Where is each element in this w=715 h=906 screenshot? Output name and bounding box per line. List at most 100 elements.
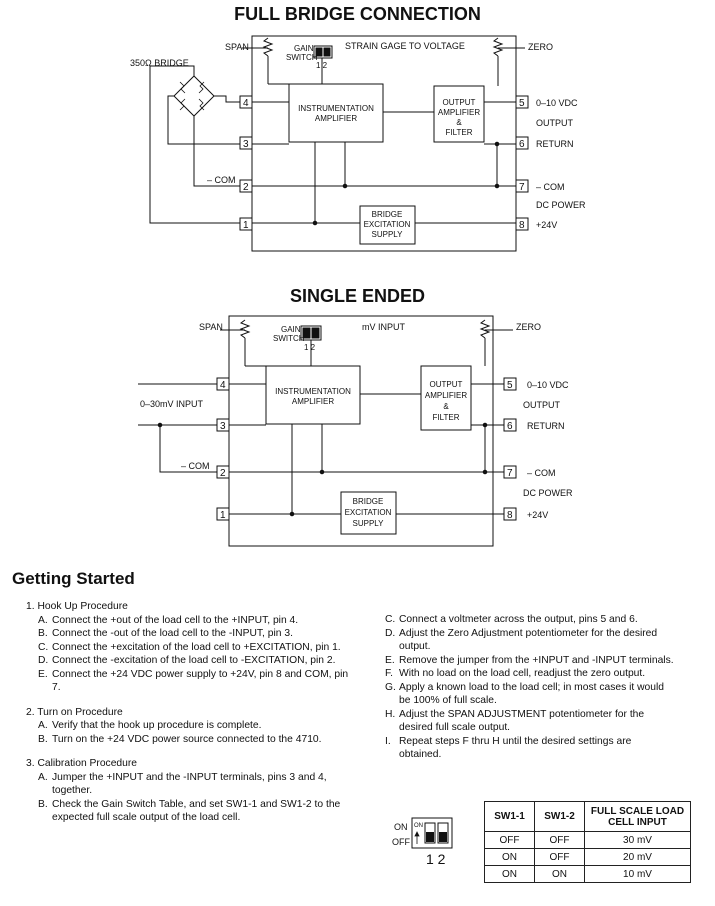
gain-switch-icon	[313, 45, 333, 59]
pin-5: 5	[507, 380, 513, 391]
gain-label: GAIN	[294, 44, 314, 53]
turnon-heading: 2. Turn on Procedure	[26, 706, 123, 718]
pin-2: 2	[220, 468, 226, 479]
pin-5: 5	[519, 98, 525, 109]
off-label: OFF	[392, 837, 410, 847]
return-label: RETURN	[536, 139, 574, 149]
list-item: E.Remove the jumper from the +INPUT and …	[385, 654, 674, 666]
switch-pins-label: 1 2	[304, 343, 316, 352]
pin-1: 1	[243, 220, 249, 231]
pin-3: 3	[243, 139, 249, 150]
table-row: ON ON 10 mV	[484, 865, 691, 883]
table-header: SW1-1	[484, 801, 535, 832]
inamp-line1: INSTRUMENTATION	[298, 104, 374, 113]
calibration-heading: 3. Calibration Procedure	[26, 758, 138, 769]
table-header: FULL SCALE LOAD CELL INPUT	[584, 801, 691, 832]
pin-4: 4	[243, 98, 249, 109]
out-0-10-label: 0–10 VDC	[527, 380, 569, 390]
outamp-line2: AMPLIFIER	[438, 108, 480, 117]
pin-7: 7	[519, 182, 525, 193]
list-item: D.Adjust the Zero Adjustment potentiomet…	[385, 627, 658, 653]
excite-line3: SUPPLY	[353, 519, 385, 528]
list-item: C.Connect the +excitation of the load ce…	[38, 641, 341, 653]
left-column: 1. Hook Up Procedure A.Connect the +out …	[26, 600, 356, 825]
table-header: SW1-2	[534, 801, 585, 832]
list-item: B.Connect the -out of the load cell to t…	[38, 628, 293, 639]
list-item: B.Check the Gain Switch Table, and set S…	[38, 798, 341, 824]
pin-6: 6	[507, 421, 513, 432]
single-ended-diagram: SPAN GAIN SWITCH 1 2 mV INPUT ZERO 0–30m…	[138, 315, 573, 547]
pin-8: 8	[507, 510, 513, 521]
outamp-line4: FILTER	[433, 413, 460, 422]
outamp-line4: FILTER	[446, 128, 473, 137]
pin-4: 4	[220, 380, 226, 391]
dc-power-label: DC POWER	[536, 200, 586, 210]
table-row: ON OFF 20 mV	[484, 848, 691, 866]
dip-switch-figure: ON OFF ON 1 2	[392, 817, 453, 867]
list-item: G.Apply a known load to the load cell; i…	[385, 681, 665, 707]
excite-line2: EXCITATION	[345, 508, 392, 517]
pin-3: 3	[220, 421, 226, 432]
pin-1: 1	[220, 510, 226, 521]
single-ended-title: SINGLE ENDED	[289, 286, 426, 306]
output-label: OUTPUT	[523, 400, 561, 410]
com-right-label: – COM	[536, 182, 565, 192]
full-bridge-title: FULL BRIDGE CONNECTION	[234, 4, 481, 24]
outamp-line1: OUTPUT	[443, 98, 476, 107]
dip-switch-icon	[411, 817, 453, 849]
switch-label: SWITCH	[286, 53, 318, 62]
hookup-heading: 1. Hook Up Procedure	[26, 601, 128, 612]
excite-line2: EXCITATION	[364, 220, 411, 229]
output-amplifier-block	[420, 365, 472, 431]
outamp-line3: &	[443, 402, 449, 411]
com-right-label: – COM	[527, 468, 556, 478]
bridge-label: 350Ω BRIDGE	[130, 58, 189, 68]
plus24-label: +24V	[536, 220, 557, 230]
zero-label: ZERO	[516, 322, 541, 332]
span-label: SPAN	[225, 42, 249, 52]
right-column: C.Connect a voltmeter across the output,…	[375, 613, 675, 762]
gain-label: GAIN	[281, 325, 301, 334]
outamp-line3: &	[456, 118, 462, 127]
inamp-line2: AMPLIFIER	[315, 114, 357, 123]
inamp-line2: AMPLIFIER	[292, 397, 334, 406]
list-item: I.Repeat steps F thru H until the desire…	[385, 735, 632, 761]
list-item: B.Turn on the +24 VDC power source conne…	[38, 733, 322, 745]
out-0-10-label: 0–10 VDC	[536, 98, 578, 108]
inamp-line1: INSTRUMENTATION	[275, 387, 351, 396]
return-label: RETURN	[527, 421, 565, 431]
input-label: 0–30mV INPUT	[140, 399, 204, 409]
switch-pins-label: 1 2	[316, 61, 328, 70]
getting-started-title: Getting Started	[12, 569, 135, 588]
instrumentation-amplifier-block	[265, 365, 361, 425]
top-label: mV INPUT	[362, 322, 406, 332]
pin-2: 2	[243, 182, 249, 193]
switch-label: SWITCH	[273, 334, 305, 343]
com-left-label: – COM	[181, 461, 210, 471]
span-label: SPAN	[199, 322, 223, 332]
output-amplifier-block	[433, 85, 485, 143]
excitation-supply-block	[340, 491, 397, 535]
list-item: H.Adjust the SPAN ADJUSTMENT potentiomet…	[385, 708, 645, 734]
plus24-label: +24V	[527, 510, 548, 520]
svg-text:ON: ON	[414, 823, 423, 829]
switch-pin-numbers: 1 2	[426, 851, 446, 867]
arrow-up-icon	[414, 831, 420, 844]
list-item: F.With no load on the load cell, readjus…	[385, 668, 646, 679]
pin-8: 8	[519, 220, 525, 231]
com-left-label: – COM	[207, 175, 236, 185]
table-row: OFF OFF 30 mV	[484, 831, 691, 849]
excite-line3: SUPPLY	[372, 230, 404, 239]
full-bridge-diagram: 350Ω BRIDGE SPAN GAIN SWITCH 1 2 STRAIN …	[130, 35, 586, 252]
list-item: A.Verify that the hook up procedure is c…	[38, 720, 262, 731]
list-item: A.Jumper the +INPUT and the -INPUT termi…	[38, 771, 327, 797]
list-item: D.Connect the -excitation of the load ce…	[38, 655, 336, 666]
pin-6: 6	[519, 139, 525, 150]
top-label: STRAIN GAGE TO VOLTAGE	[345, 41, 465, 51]
list-item: A.Connect the +out of the load cell to t…	[38, 614, 299, 626]
on-label: ON	[394, 822, 408, 832]
dc-power-label: DC POWER	[523, 488, 573, 498]
zero-label: ZERO	[528, 42, 553, 52]
excitation-supply-block	[359, 205, 416, 245]
excite-line1: BRIDGE	[353, 497, 384, 506]
